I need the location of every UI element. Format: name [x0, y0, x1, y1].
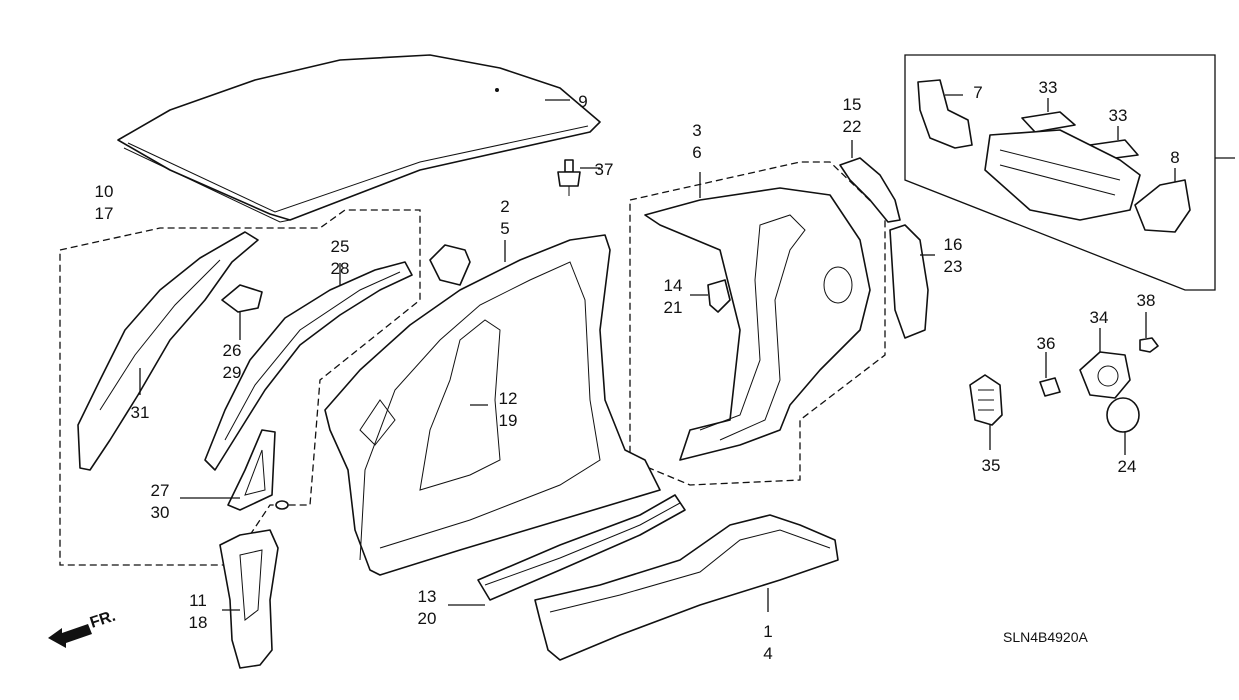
callout-c33b-line-0: 33: [1109, 106, 1128, 125]
roof-panel: [117, 54, 601, 223]
callout-c37-line-0: 37: [595, 160, 614, 179]
vent-35: [969, 374, 1003, 426]
rear-panel-inner: [984, 129, 1141, 221]
callout-c26-line-1: 29: [223, 363, 242, 382]
corner-gusset-27: [227, 429, 289, 511]
callout-c31-line-0: 31: [131, 403, 150, 422]
callout-c2-line-0: 2: [500, 197, 509, 216]
callout-c13-line-1: 20: [418, 609, 437, 628]
callout-c26-line-0: 26: [223, 341, 242, 360]
roof-side-rail-25: [204, 261, 413, 471]
rear-pillar-upper-15: [839, 157, 901, 223]
callout-c11-line-0: 11: [189, 591, 207, 610]
callout-c15-line-1: 22: [843, 117, 862, 136]
callout-c10-line-1: 17: [95, 204, 114, 223]
rear-panel-reinforcement-33a: [1021, 111, 1076, 133]
rear-panel-outer-7: [917, 79, 973, 149]
front-pillar-lower-11: [219, 529, 279, 669]
front-direction-label: FR.: [88, 608, 118, 632]
callout-c25-line-1: 28: [331, 259, 350, 278]
fuel-lid-24: [1106, 397, 1140, 433]
rear-quarter-panel-3: [644, 187, 871, 461]
bolt-37: [557, 159, 581, 196]
bracket-26: [221, 284, 263, 313]
front-direction-arrow: FR.: [48, 608, 118, 648]
callout-c14-line-1: 21: [664, 298, 683, 317]
clip-36: [1039, 377, 1061, 397]
callout-c36-line-0: 36: [1037, 334, 1056, 353]
callout-c1-line-0: 1: [763, 622, 772, 641]
callout-c12-line-0: 12: [499, 389, 518, 408]
side-sill-1: [534, 514, 839, 661]
callout-c7-line-0: 7: [973, 83, 982, 102]
a-pillar-inner-31: [77, 231, 259, 471]
callout-c3-line-0: 3: [692, 121, 701, 140]
callout-c25-line-0: 25: [331, 237, 350, 256]
bracket-14: [707, 279, 731, 313]
rear-panel-side-8: [1134, 179, 1191, 233]
rear-panel-group-outline: [904, 54, 1216, 291]
bolt-38: [1139, 337, 1159, 353]
callout-c12-line-1: 19: [499, 411, 518, 430]
rear-pillar-lower-16: [889, 224, 929, 339]
callout-c34-line-0: 34: [1090, 308, 1109, 327]
rocker-reinforcement-13: [477, 494, 686, 601]
callout-c27-line-0: 27: [151, 481, 170, 500]
callout-c35-line-0: 35: [982, 456, 1001, 475]
body-side-outer-2: [324, 234, 661, 576]
callout-c14-line-0: 14: [664, 276, 683, 295]
callout-c9-line-0: 9: [578, 92, 587, 111]
callout-c16-line-0: 16: [944, 235, 963, 254]
callout-c1-line-1: 4: [763, 644, 772, 663]
callout-c16-line-1: 23: [944, 257, 963, 276]
left-group-outline: [59, 209, 421, 566]
callout-c24-line-0: 24: [1118, 457, 1137, 476]
callout-c11-line-1: 18: [189, 613, 208, 632]
callout-c8-line-0: 8: [1170, 148, 1179, 167]
callout-c2-line-1: 5: [500, 219, 509, 238]
callout-c10-line-0: 10: [95, 182, 114, 201]
callout-c33a-line-0: 33: [1039, 78, 1058, 97]
callout-c3-line-1: 6: [692, 143, 701, 162]
callout-c15-line-0: 15: [843, 95, 862, 114]
callout-c38-line-0: 38: [1137, 291, 1156, 310]
fuel-lid-base-34: [1079, 351, 1131, 399]
callout-c13-line-0: 13: [418, 587, 437, 606]
center-group-outline: [629, 161, 886, 486]
callout-c27-line-1: 30: [151, 503, 170, 522]
diagram-code: SLN4B4920A: [1003, 629, 1089, 645]
